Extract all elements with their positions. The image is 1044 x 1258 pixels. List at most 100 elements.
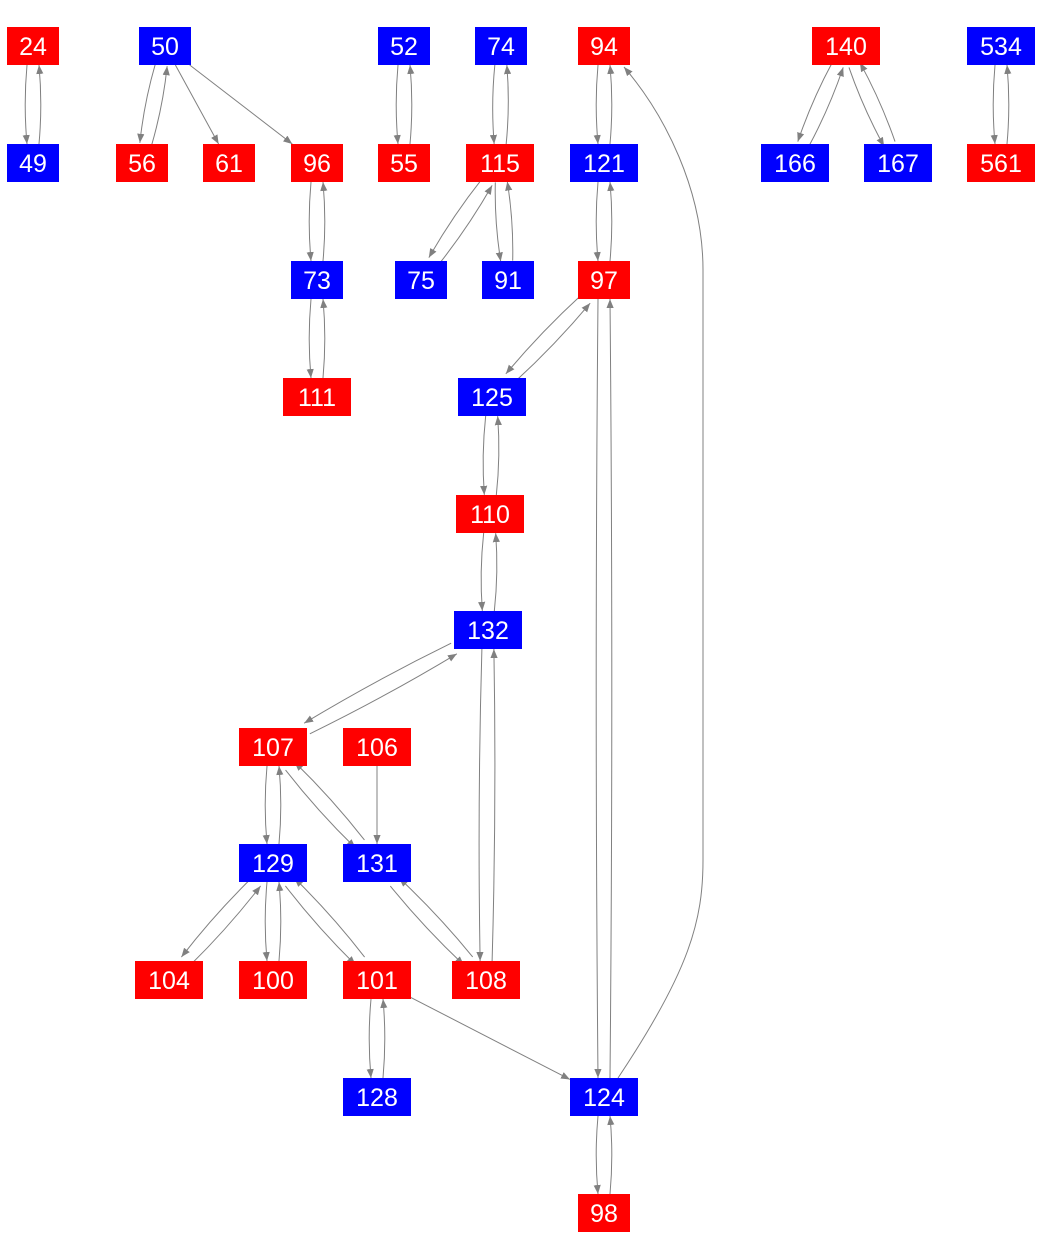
node-box [452, 961, 520, 999]
node-label: 140 [825, 33, 867, 61]
edge-56-to-50 [151, 66, 170, 146]
node-131: 131 [343, 844, 411, 882]
node-box [343, 844, 411, 882]
edge-128-to-101 [380, 998, 388, 1079]
node-box [475, 27, 527, 65]
edge-129-to-104 [181, 877, 252, 958]
node-140: 140 [812, 27, 880, 65]
edge-166-to-140 [808, 67, 844, 147]
node-108: 108 [452, 961, 520, 999]
edge-50-to-56 [137, 63, 156, 143]
node-61: 61 [203, 144, 255, 182]
node-73: 73 [291, 261, 343, 299]
node-52: 52 [378, 27, 430, 65]
edge-104-to-129 [190, 885, 261, 966]
edge-73-to-111 [306, 298, 314, 379]
edge-108-to-132 [490, 649, 498, 962]
node-label: 24 [19, 33, 47, 61]
node-label: 50 [151, 33, 179, 61]
edge-101-to-128 [366, 998, 374, 1079]
node-561: 561 [967, 144, 1035, 182]
node-label: 55 [390, 150, 418, 178]
node-label: 98 [590, 1200, 618, 1228]
node-box [343, 1078, 411, 1116]
edge-108-to-131 [398, 877, 474, 958]
node-label: 101 [356, 967, 398, 995]
node-166: 166 [761, 144, 829, 182]
node-box [967, 27, 1035, 65]
node-107: 107 [239, 728, 307, 766]
edge-132-to-107 [303, 642, 452, 724]
node-115: 115 [466, 144, 534, 182]
edge-107-to-129 [262, 765, 270, 845]
edge-132-to-108 [476, 648, 484, 961]
node-97: 97 [578, 261, 630, 299]
node-box [7, 27, 59, 65]
node-label: 100 [252, 967, 294, 995]
node-box [139, 27, 191, 65]
node-label: 111 [298, 384, 336, 412]
node-label: 94 [590, 33, 618, 61]
node-box [283, 378, 351, 416]
node-98: 98 [578, 1194, 630, 1232]
node-106: 106 [343, 728, 411, 766]
edge-98-to-124 [607, 1115, 615, 1195]
node-74: 74 [475, 27, 527, 65]
node-label: 106 [356, 734, 398, 762]
edge-129-to-100 [262, 881, 270, 962]
edge-97-to-124 [594, 298, 602, 1079]
edges-layer [22, 62, 1012, 1195]
node-132: 132 [454, 611, 522, 649]
node-box [291, 144, 343, 182]
node-label: 115 [480, 150, 520, 178]
node-label: 124 [583, 1084, 625, 1112]
edge-101-to-124 [410, 997, 571, 1080]
edge-131-to-108 [389, 885, 465, 966]
node-label: 49 [19, 150, 47, 178]
node-label: 132 [467, 617, 509, 645]
node-box [239, 961, 307, 999]
edge-96-to-73 [306, 181, 314, 262]
node-box [135, 961, 203, 999]
node-label: 128 [356, 1084, 398, 1112]
edge-100-to-129 [276, 881, 284, 962]
node-box [456, 495, 524, 533]
node-label: 110 [470, 501, 510, 529]
node-box [395, 261, 447, 299]
node-24: 24 [7, 27, 59, 65]
node-label: 534 [980, 33, 1022, 61]
node-label: 61 [215, 150, 243, 178]
node-box [116, 144, 168, 182]
node-box [239, 844, 307, 882]
node-label: 75 [407, 267, 435, 295]
node-box [7, 144, 59, 182]
edge-132-to-110 [492, 533, 500, 612]
edge-534-to-561 [990, 64, 998, 145]
edge-124-to-98 [593, 1115, 601, 1195]
node-label: 74 [487, 33, 515, 61]
node-box [761, 144, 829, 182]
node-128: 128 [343, 1078, 411, 1116]
node-534: 534 [967, 27, 1035, 65]
edge-125-to-110 [480, 415, 488, 495]
node-110: 110 [456, 495, 524, 533]
edge-131-to-107 [294, 761, 365, 841]
edge-129-to-101 [285, 885, 356, 966]
node-label: 107 [252, 734, 294, 762]
node-label: 125 [471, 384, 513, 412]
edge-111-to-73 [320, 298, 328, 379]
edge-107-to-131 [285, 769, 356, 849]
node-box [343, 961, 411, 999]
edge-74-to-115 [489, 64, 498, 144]
node-label: 52 [390, 33, 418, 61]
node-box [291, 261, 343, 299]
node-box [578, 27, 630, 65]
node-94: 94 [578, 27, 630, 65]
node-56: 56 [116, 144, 168, 182]
node-100: 100 [239, 961, 307, 999]
edge-115-to-74 [503, 65, 512, 145]
edge-110-to-132 [478, 532, 486, 611]
node-91: 91 [482, 261, 534, 299]
